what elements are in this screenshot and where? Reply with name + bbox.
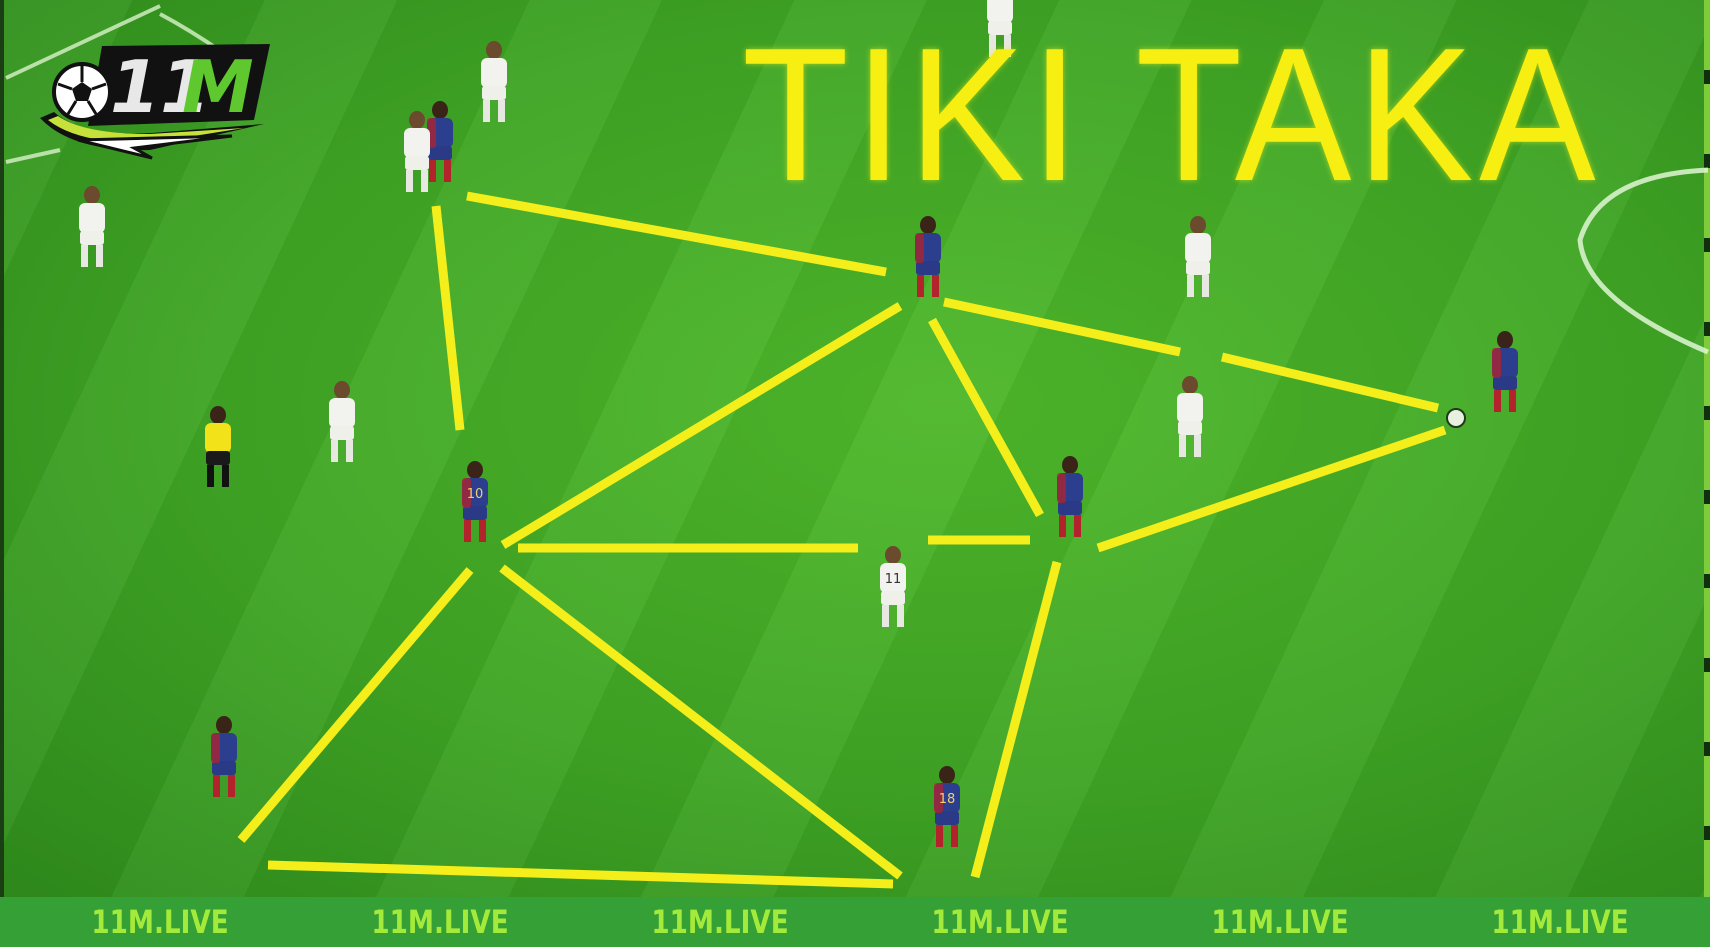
player-barcelona: 18 — [934, 766, 960, 847]
watermark-footer: 11M.LIVE 11M.LIVE 11M.LIVE 11M.LIVE 11M.LIVE… — [0, 897, 1710, 947]
pass-line — [500, 302, 903, 549]
player-real-madrid: 11 — [880, 546, 906, 627]
watermark-text: 11M.LIVE — [651, 903, 789, 941]
player-barcelona — [427, 101, 453, 182]
player-real-madrid — [987, 0, 1013, 57]
player-barcelona: 10 — [462, 461, 488, 542]
player-barcelona — [1492, 331, 1518, 412]
soccer-ball-icon — [52, 62, 112, 122]
pass-line — [499, 564, 903, 880]
pass-line — [431, 205, 465, 431]
brand-logo: 11 M — [40, 44, 270, 160]
diagram-title: TIKI TAKA — [742, 9, 1602, 221]
player-real-madrid — [1177, 376, 1203, 457]
football-pitch — [0, 0, 1710, 897]
player-real-madrid — [481, 41, 507, 122]
passing-lines — [237, 191, 1447, 889]
pass-line — [267, 860, 894, 889]
pass-line — [237, 567, 474, 843]
ball-icon — [1446, 408, 1466, 428]
player-real-madrid — [1185, 216, 1211, 297]
pass-line — [466, 191, 887, 277]
shirt-number: 11 — [885, 572, 902, 587]
player-barcelona — [211, 716, 237, 797]
player-referee — [205, 406, 231, 487]
pitch-edge-left — [0, 0, 4, 897]
watermark-text: 11M.LIVE — [91, 903, 229, 941]
logo-letter: M — [182, 45, 254, 129]
player-barcelona — [915, 216, 941, 297]
pitch-edge-right — [1704, 0, 1710, 897]
pass-line — [1096, 425, 1447, 553]
pass-line — [1220, 352, 1440, 413]
watermark-text: 11M.LIVE — [371, 903, 509, 941]
watermark-text: 11M.LIVE — [1491, 903, 1629, 941]
watermark-text: 11M.LIVE — [1211, 903, 1349, 941]
shirt-number: 10 — [467, 487, 484, 502]
logo-numeric: 11 — [110, 45, 210, 129]
pass-line — [970, 560, 1062, 879]
watermark-text: 11M.LIVE — [931, 903, 1069, 941]
shirt-number: 18 — [939, 792, 956, 807]
players-layer: 10 18 11 — [79, 0, 1518, 847]
pass-line — [943, 297, 1181, 357]
player-real-madrid — [79, 186, 105, 267]
player-real-madrid — [329, 381, 355, 462]
pass-line — [928, 317, 1044, 518]
player-barcelona — [1057, 456, 1083, 537]
player-real-madrid — [404, 111, 430, 192]
